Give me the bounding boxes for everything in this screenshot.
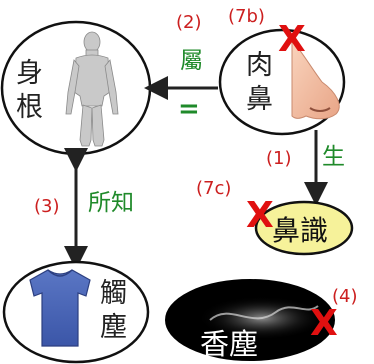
nose-consciousness-oval — [254, 200, 354, 256]
label-4: (4) — [332, 286, 358, 307]
smoke-glow — [198, 294, 326, 338]
label-2: (2) — [176, 12, 202, 33]
smell-object-text: 香塵 — [200, 327, 258, 361]
touch-object-char-2: 塵 — [100, 312, 127, 343]
tshirt-figure — [29, 269, 91, 347]
label-cognized: 所知 — [88, 190, 134, 216]
nose-figure — [285, 33, 340, 120]
nose-consciousness-text: 鼻識 — [272, 214, 328, 247]
label-1: (1) — [266, 148, 292, 169]
label-7c: (7c) — [196, 178, 232, 199]
smoke-wisp — [209, 305, 319, 321]
nose-char-2: 鼻 — [246, 84, 273, 115]
cross-mark-nose: X — [278, 19, 306, 60]
human-body-figure — [65, 31, 119, 147]
label-equals: = — [178, 94, 200, 124]
label-belongs: 屬 — [180, 48, 203, 74]
cross-mark-nose-consciousness: X — [246, 195, 274, 236]
body-root-char-2: 根 — [16, 92, 43, 123]
body-root-char-1: 身 — [16, 58, 43, 89]
cross-mark-smell-object: X — [310, 303, 338, 344]
label-arises: 生 — [322, 144, 345, 170]
label-3: (3) — [34, 196, 60, 217]
touch-object-char-1: 觸 — [100, 278, 127, 309]
label-7b: (7b) — [228, 6, 265, 27]
nose-char-1: 肉 — [246, 50, 273, 81]
